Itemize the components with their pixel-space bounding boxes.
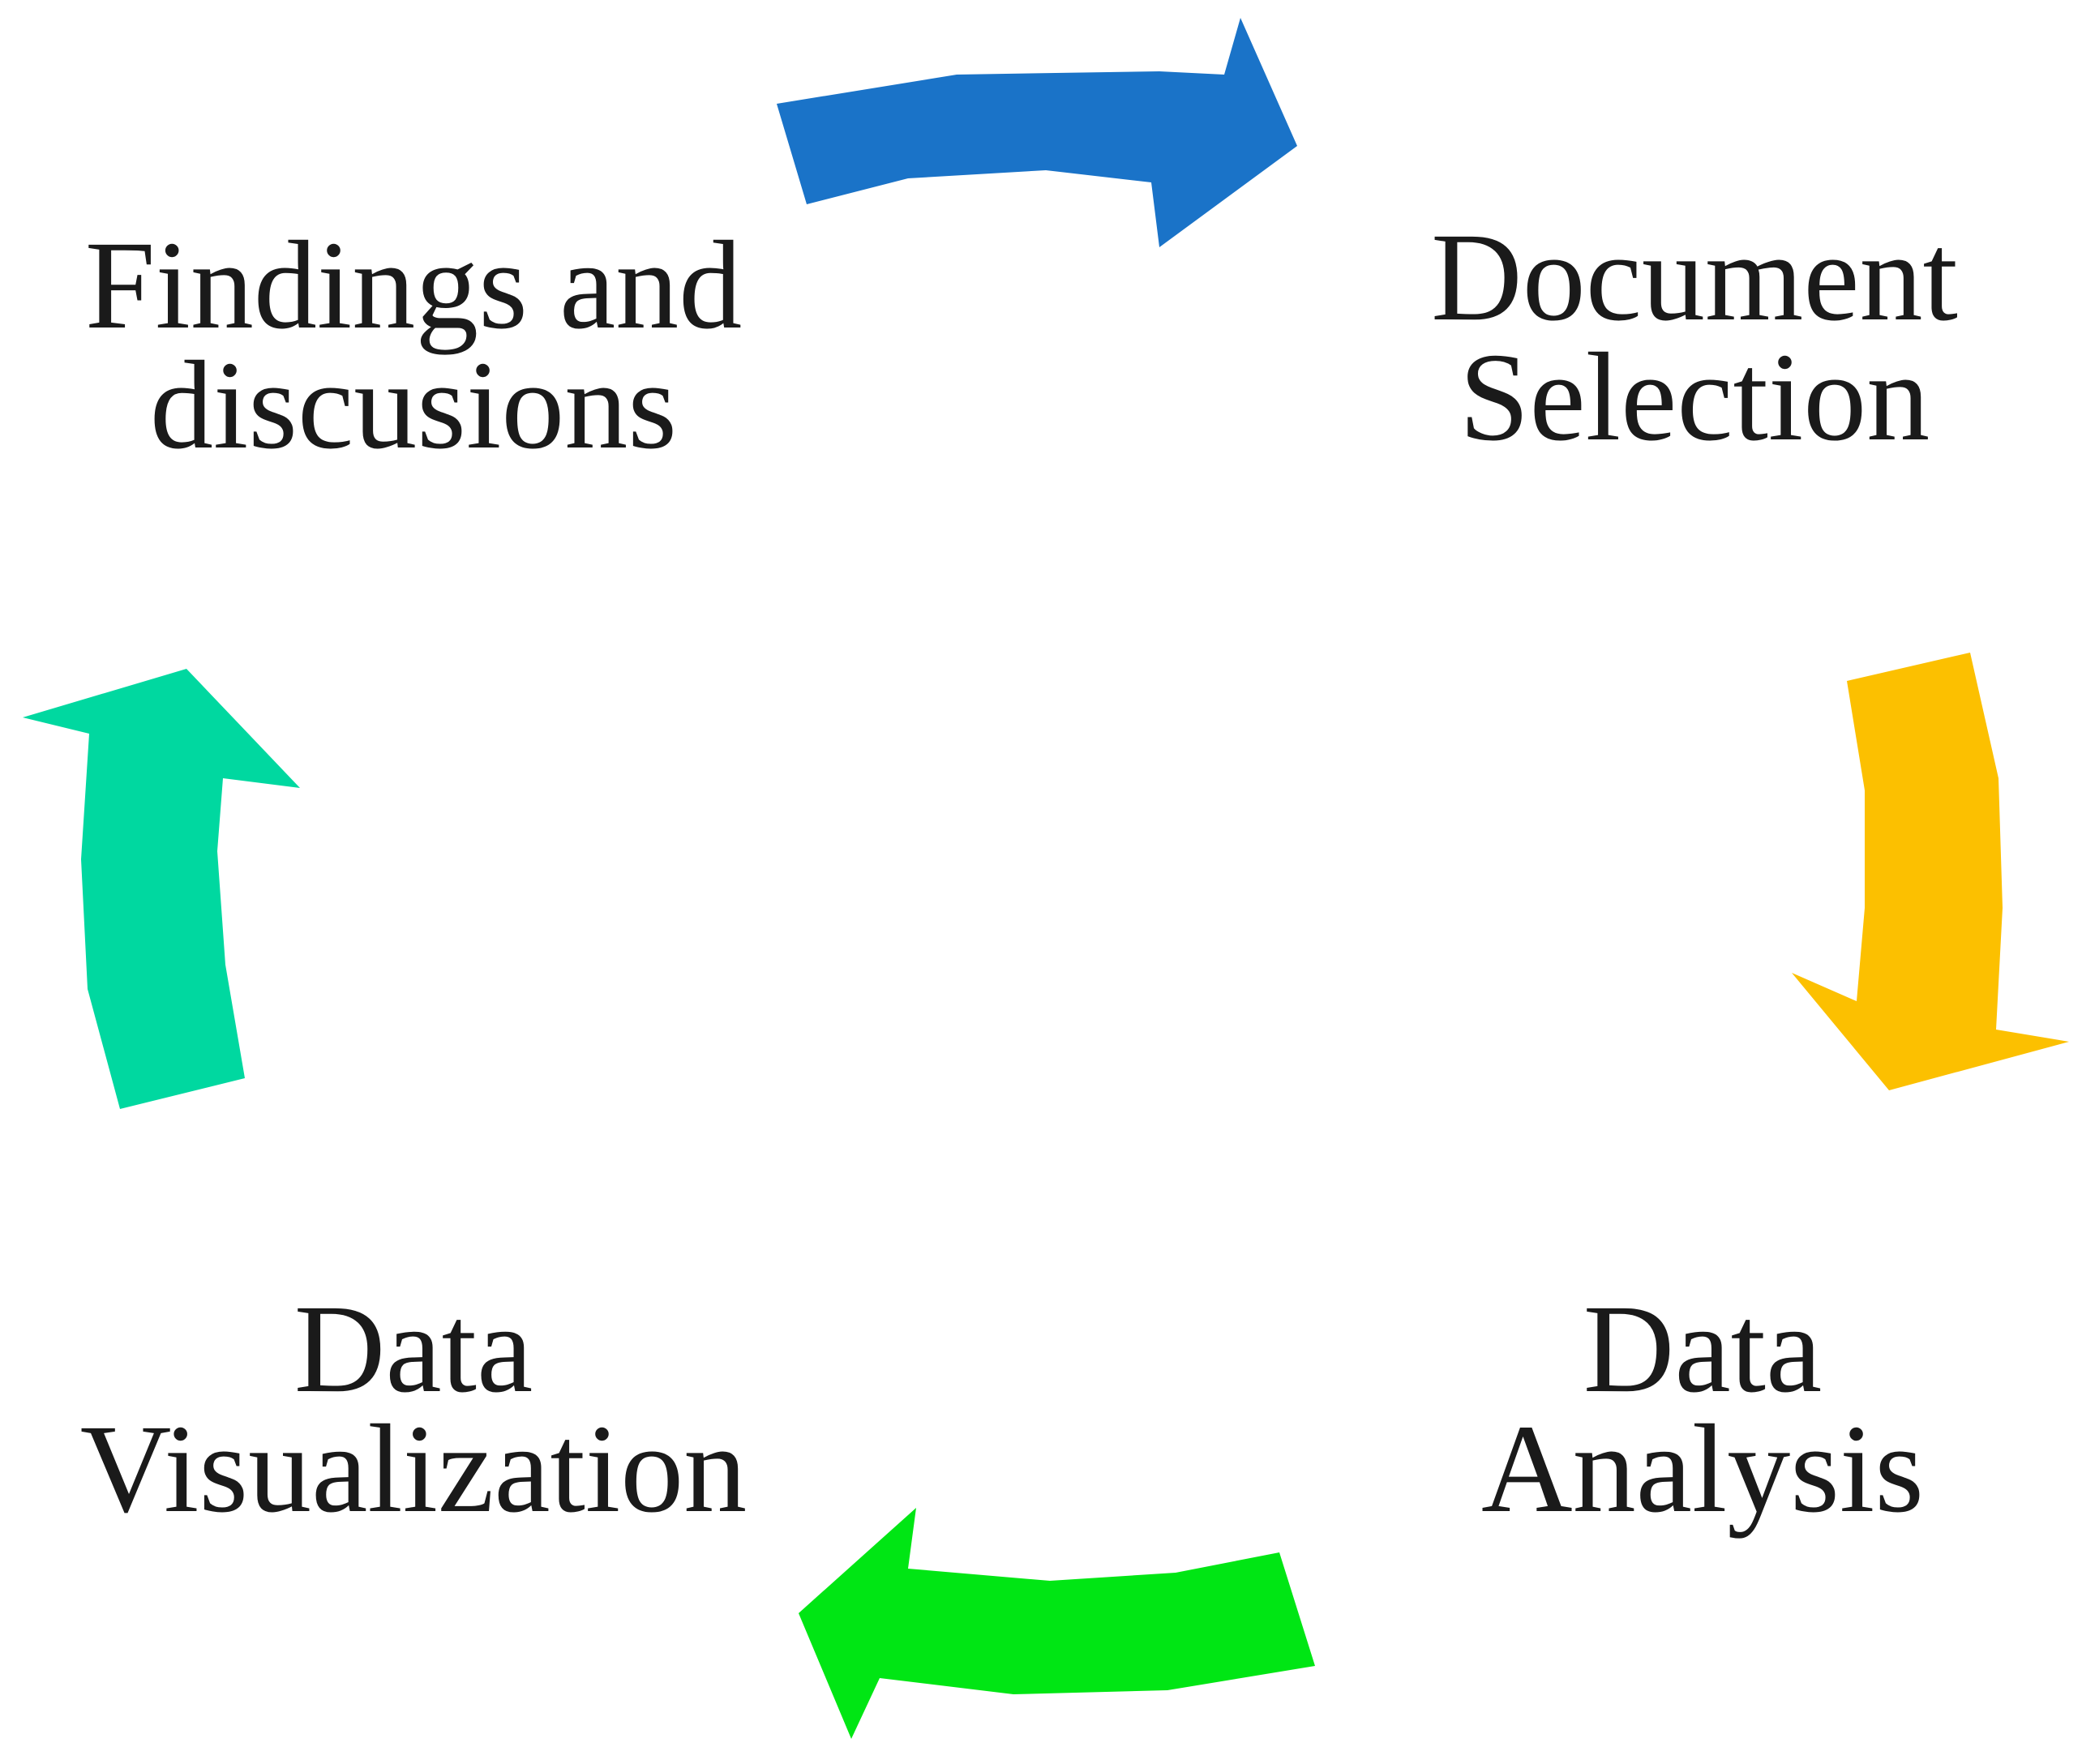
stage-label-document-selection: Document Selection [1330, 207, 2059, 467]
stage-label-line: Findings and [84, 215, 743, 355]
arrow-visualization-to-findings [23, 669, 300, 1109]
stage-label-line: Visualization [79, 1398, 748, 1539]
stage-label-line: Analysis [1481, 1398, 1924, 1539]
stage-label-data-analysis: Data Analysis [1378, 1278, 2027, 1539]
arrow-findings-to-document [777, 18, 1297, 247]
stage-label-findings: Findings and discusions [32, 215, 795, 475]
stage-label-line: discusions [149, 335, 678, 475]
stage-label-line: Document [1431, 207, 1958, 347]
stage-label-line: Data [1583, 1278, 1823, 1419]
arrow-analysis-to-visualization [799, 1508, 1315, 1739]
stage-label-data-visualization: Data Visualization [16, 1278, 811, 1539]
stage-label-line: Selection [1459, 327, 1930, 467]
arrow-document-to-analysis [1792, 653, 2069, 1090]
stage-label-line: Data [293, 1278, 533, 1419]
